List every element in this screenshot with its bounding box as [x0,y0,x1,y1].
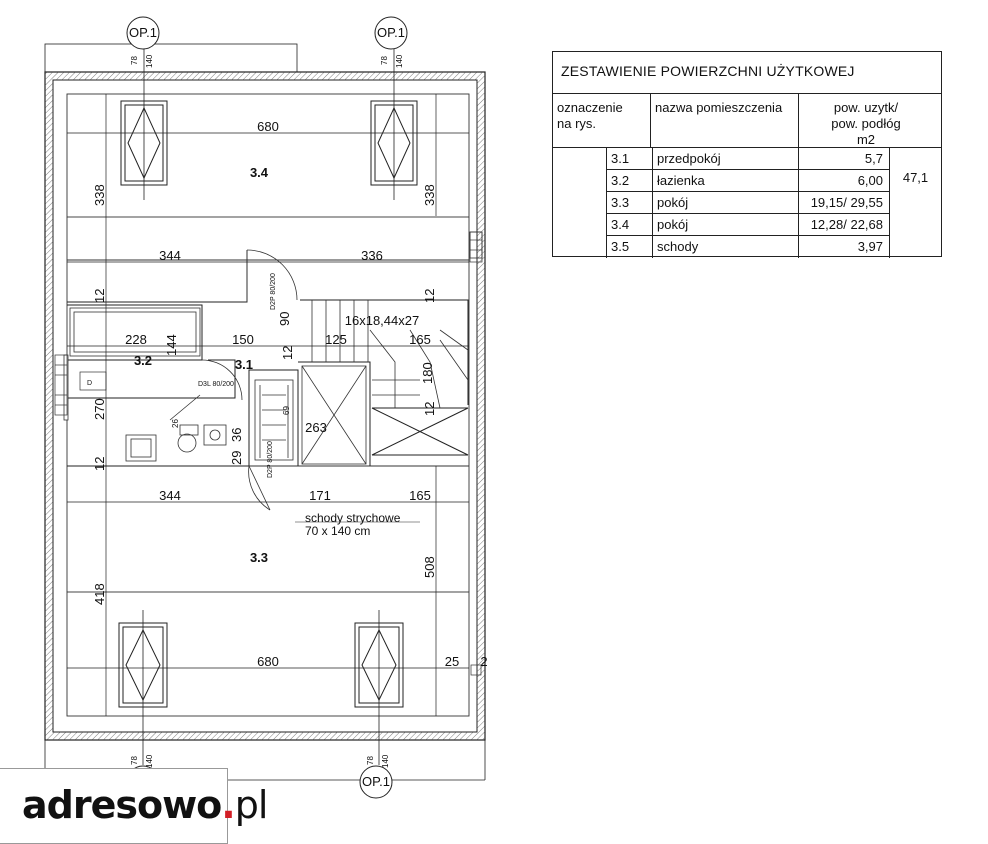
axis-bubble-label: OP.1 [362,774,390,789]
svg-text:78: 78 [366,756,375,765]
table-row: 3.1 przedpokój 5,7 [607,148,889,170]
svg-text:344: 344 [159,248,181,263]
svg-text:78: 78 [380,56,389,65]
logo-box: adresowo.pl [0,768,268,844]
svg-text:144: 144 [164,334,179,356]
svg-text:schody strychowe: schody strychowe [305,511,401,525]
window-dimension-labels: 78 140 78 140 78 140 78 140 [130,54,404,768]
svg-text:29: 29 [229,451,244,465]
svg-text:680: 680 [257,119,279,134]
outer-walls [44,43,486,781]
room-3-3: 3.3 [250,550,268,565]
svg-text:69: 69 [282,406,291,415]
svg-text:26: 26 [171,419,180,428]
svg-text:336: 336 [361,248,383,263]
svg-text:90: 90 [277,312,292,326]
svg-text:125: 125 [325,332,347,347]
room-labels: 3.4 3.3 3.2 3.1 [134,165,269,565]
roof-slope-lines [66,93,470,717]
svg-text:25: 25 [445,654,459,669]
svg-text:D2P 80/200: D2P 80/200 [267,441,274,478]
svg-text:270: 270 [92,398,107,420]
door-swings [169,249,298,511]
svg-text:78: 78 [130,756,139,765]
svg-text:12: 12 [92,289,107,303]
table-row: 3.5 schody 3,97 [607,236,889,258]
stairs-spec: 16x18,44x27 [345,313,419,328]
staircase [254,300,469,465]
blank-cell [553,148,607,258]
svg-text:D2P 80/200: D2P 80/200 [270,273,277,310]
boiler-label: D [87,380,92,387]
skylights [118,100,418,708]
header-area: pow. uzytk/ pow. podłóg m2 [799,94,941,148]
partition-walls [67,250,469,467]
door-labels: D2P 80/200 D3L 80/200 D2P 80/200 [198,273,277,478]
svg-text:344: 344 [159,488,181,503]
svg-text:680: 680 [257,654,279,669]
bathroom-fixtures [63,231,483,462]
header-designation: oznaczenie na rys. [553,94,651,148]
room-3-4: 3.4 [250,165,269,180]
adresowo-logo: adresowo.pl [22,783,268,827]
svg-text:12: 12 [280,346,295,360]
svg-text:228: 228 [125,332,147,347]
room-3-1: 3.1 [235,357,253,372]
room-3-2: 3.2 [134,353,152,368]
svg-text:140: 140 [381,754,390,768]
total-area: 47,1 [889,148,941,258]
svg-text:2: 2 [480,654,487,669]
axis-lines [142,48,395,765]
svg-text:338: 338 [422,184,437,206]
svg-text:171: 171 [309,488,331,503]
svg-text:418: 418 [92,583,107,605]
table-title: ZESTAWIENIE POWIERZCHNI UŻYTKOWEJ [553,52,941,94]
area-summary-table: ZESTAWIENIE POWIERZCHNI UŻYTKOWEJ oznacz… [552,51,942,258]
dimension-lines [67,94,469,716]
svg-text:12: 12 [422,289,437,303]
axis-bubble-label: OP.1 [377,25,405,40]
table-row: 3.4 pokój 12,28/ 22,68 [607,214,889,236]
svg-text:D3L 80/200: D3L 80/200 [198,381,234,388]
axis-bubble-label: OP.1 [129,25,157,40]
svg-text:140: 140 [145,54,154,68]
svg-text:140: 140 [395,54,404,68]
svg-text:36: 36 [229,428,244,442]
svg-text:140: 140 [145,754,154,768]
table-row: 3.2 łazienka 6,00 [607,170,889,192]
svg-text:70 x 140 cm: 70 x 140 cm [305,524,370,538]
svg-text:263: 263 [305,420,327,435]
svg-text:338: 338 [92,184,107,206]
svg-text:12: 12 [92,457,107,471]
svg-text:508: 508 [422,556,437,578]
attic-stairs-note: schody strychowe 70 x 140 cm [295,511,420,538]
svg-text:78: 78 [130,56,139,65]
table-row: 3.3 pokój 19,15/ 29,55 [607,192,889,214]
dimension-labels: 680 680 338 338 344 336 12 12 12 12 12 2… [92,119,488,669]
svg-text:150: 150 [232,332,254,347]
svg-text:180: 180 [420,362,435,384]
svg-text:12: 12 [422,402,437,416]
axis-bubbles: OP.1 OP.1 OP.1 [126,16,408,799]
svg-text:165: 165 [409,488,431,503]
svg-text:165: 165 [409,332,431,347]
header-room-name: nazwa pomieszczenia [651,94,799,148]
wall-hatching [45,72,485,740]
